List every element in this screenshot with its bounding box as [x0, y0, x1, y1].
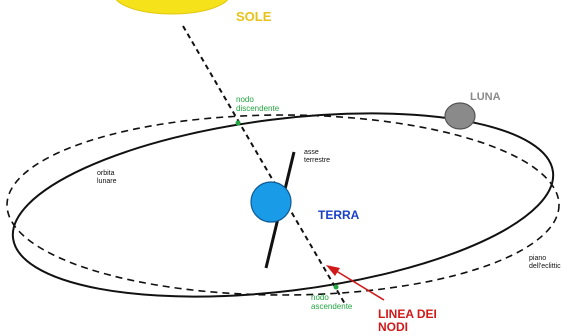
descending-node-label-line1: nodo: [236, 95, 254, 104]
ascending-node-marker: [333, 284, 339, 290]
moon-label: LUNA: [470, 91, 501, 103]
ascending-node-label-line1: nodo: [311, 293, 329, 302]
lunar-orbit-label-line1: orbita: [97, 170, 115, 177]
sun-disc: [116, 0, 228, 15]
ascending-node-label-line2: ascendente: [311, 302, 353, 311]
ecliptic-plane-label-line2: dell'eclittic: [529, 263, 561, 270]
line-of-nodes-arrowhead: [326, 265, 340, 276]
earth-label: TERRA: [318, 208, 360, 222]
line-of-nodes-label-line1: LINEA DEI: [378, 307, 437, 321]
earth-axis-label-line2: terrestre: [304, 157, 330, 164]
descending-node-marker: [235, 120, 241, 126]
lunar-orbit-ellipse: [11, 112, 555, 298]
moon-disc: [444, 102, 476, 130]
ecliptic-plane-ellipse: [6, 114, 560, 296]
ecliptic-plane-label-line1: piano: [529, 255, 546, 262]
line-of-nodes-label-line2: NODI: [378, 320, 408, 334]
descending-node-label-line2: discendente: [236, 104, 280, 113]
line-of-nodes-arrow: [332, 268, 385, 301]
earth-axis-label-line1: asse: [304, 149, 319, 156]
line-of-nodes: [182, 25, 346, 305]
earth-disc: [250, 181, 292, 223]
lunar-orbit-label-line2: lunare: [97, 178, 117, 185]
sun-label: SOLE: [236, 9, 272, 24]
